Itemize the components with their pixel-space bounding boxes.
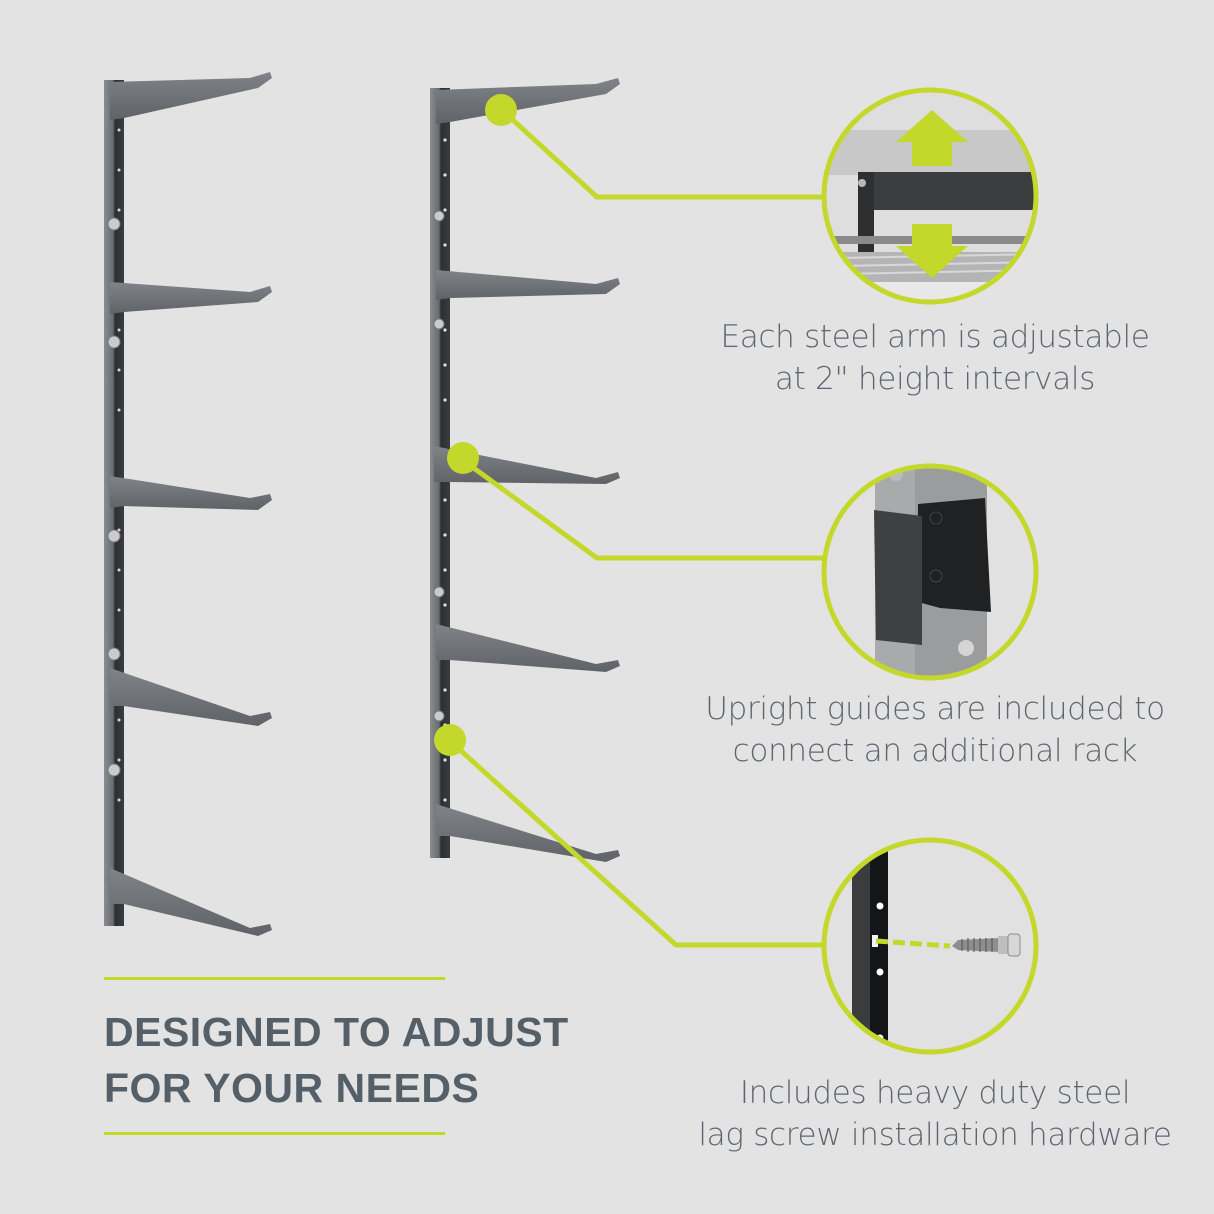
callout-image-lag-screw — [821, 837, 1039, 1055]
callout-caption-upright-guides: Upright guides are included to connect a… — [680, 688, 1190, 772]
headline-line-2: FOR YOUR NEEDS — [104, 1065, 480, 1111]
lag-screw-icon — [952, 933, 1021, 957]
up-down-arrow-icon — [896, 110, 968, 278]
headline-bottom-rule — [104, 1132, 445, 1135]
callout-caption-lag-screw: Includes heavy duty steel lag screw inst… — [680, 1072, 1190, 1156]
headline-line-1: DESIGNED TO ADJUST — [104, 1009, 569, 1055]
caption-line-1: Upright guides are included to — [705, 691, 1165, 727]
rack-left — [104, 72, 272, 936]
caption-line-2: lag screw installation hardware — [698, 1117, 1172, 1153]
headline-top-rule — [104, 977, 445, 980]
caption-line-1: Each steel arm is adjustable — [720, 319, 1150, 355]
callout-leader-lines — [447, 108, 824, 948]
headline: DESIGNED TO ADJUST FOR YOUR NEEDS — [104, 1004, 569, 1116]
callout-image-adjustable-arm — [821, 87, 1039, 305]
callout-caption-adjustable-arm: Each steel arm is adjustable at 2" heigh… — [680, 316, 1190, 400]
callout-image-upright-guide — [821, 463, 1039, 681]
caption-line-1: Includes heavy duty steel — [739, 1075, 1131, 1111]
caption-line-2: connect an additional rack — [732, 733, 1138, 769]
caption-line-2: at 2" height intervals — [774, 361, 1096, 397]
callout-dots — [434, 94, 517, 756]
